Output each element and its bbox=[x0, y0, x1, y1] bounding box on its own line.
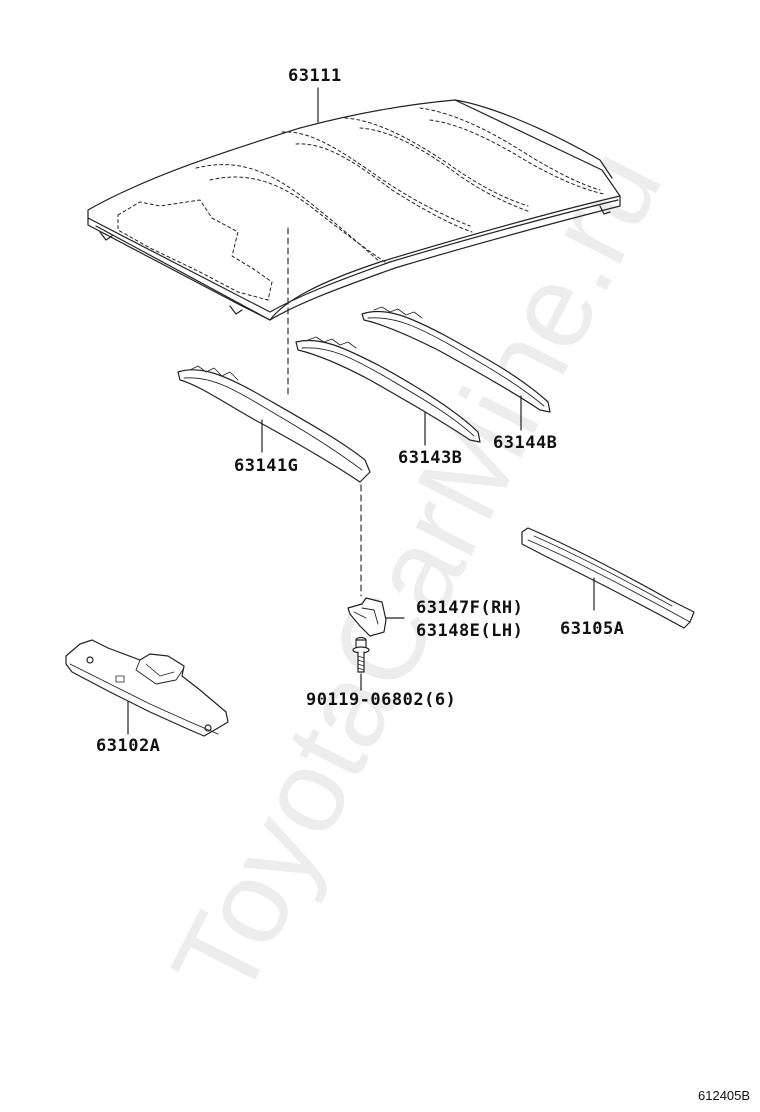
roof-bow-middle[interactable] bbox=[295, 336, 481, 446]
roof-bow-front[interactable] bbox=[177, 365, 371, 483]
roof-bracket[interactable] bbox=[347, 597, 405, 637]
roof-front-rail[interactable] bbox=[65, 639, 229, 737]
label-63148e: 63148E(LH) bbox=[416, 621, 524, 641]
roof-bow-rear[interactable] bbox=[361, 306, 551, 431]
label-63143b: 63143B bbox=[398, 448, 463, 468]
label-63102a: 63102A bbox=[96, 736, 161, 756]
figure-code: 612405B bbox=[698, 1088, 751, 1103]
label-63105a: 63105A bbox=[560, 619, 625, 639]
label-63141g: 63141G bbox=[234, 456, 299, 476]
label-90119: 90119-06802(6) bbox=[306, 690, 457, 710]
label-63147f: 63147F(RH) bbox=[416, 598, 524, 618]
label-63144b: 63144B bbox=[493, 433, 558, 453]
roof-rear-rail[interactable] bbox=[521, 527, 695, 629]
bolt[interactable] bbox=[352, 636, 370, 691]
label-63111: 63111 bbox=[288, 66, 342, 86]
roof-panel[interactable] bbox=[87, 87, 621, 321]
